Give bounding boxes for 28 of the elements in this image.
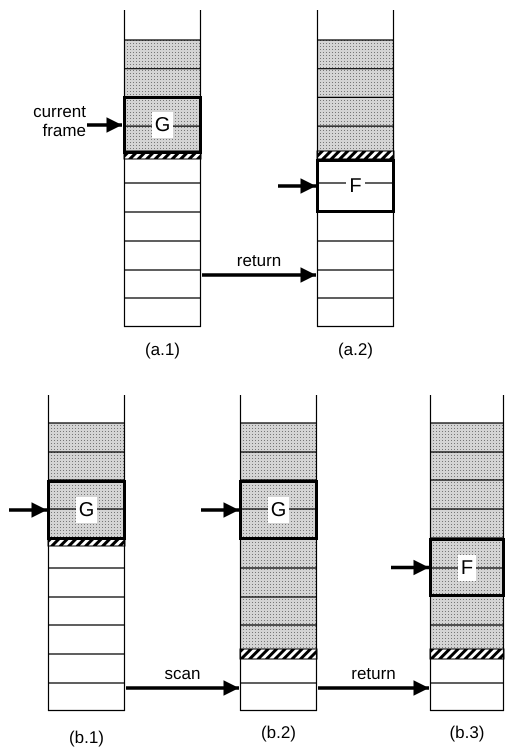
frame-label: G [268,497,290,523]
stack-frame [239,480,318,540]
stack-column [124,10,201,327]
arrow [126,680,239,696]
arrow [391,560,429,576]
panel-caption: (a.1) [144,340,181,360]
panel-caption: (b.1) [68,728,105,748]
pointer-label: current frame [8,102,86,140]
arrow [9,502,47,518]
arrow [201,502,239,518]
arrow [87,117,122,133]
panel-caption: (a.2) [337,340,374,360]
stack-frame [316,159,395,213]
frame-label: F [458,554,476,580]
frame-label: G [76,497,98,523]
stack-column [240,395,317,711]
arrow [278,178,316,194]
arrow [202,267,316,283]
stack-frame [47,480,126,540]
stack-column [317,10,394,327]
stack-column [48,395,125,711]
panel-caption: (b.3) [448,723,486,743]
arrow [318,680,429,696]
stack-frame [123,96,202,154]
frame-label: G [152,112,174,138]
stack-column [430,395,504,711]
panel-caption: (b.2) [260,723,297,743]
stack-frame [429,538,505,597]
